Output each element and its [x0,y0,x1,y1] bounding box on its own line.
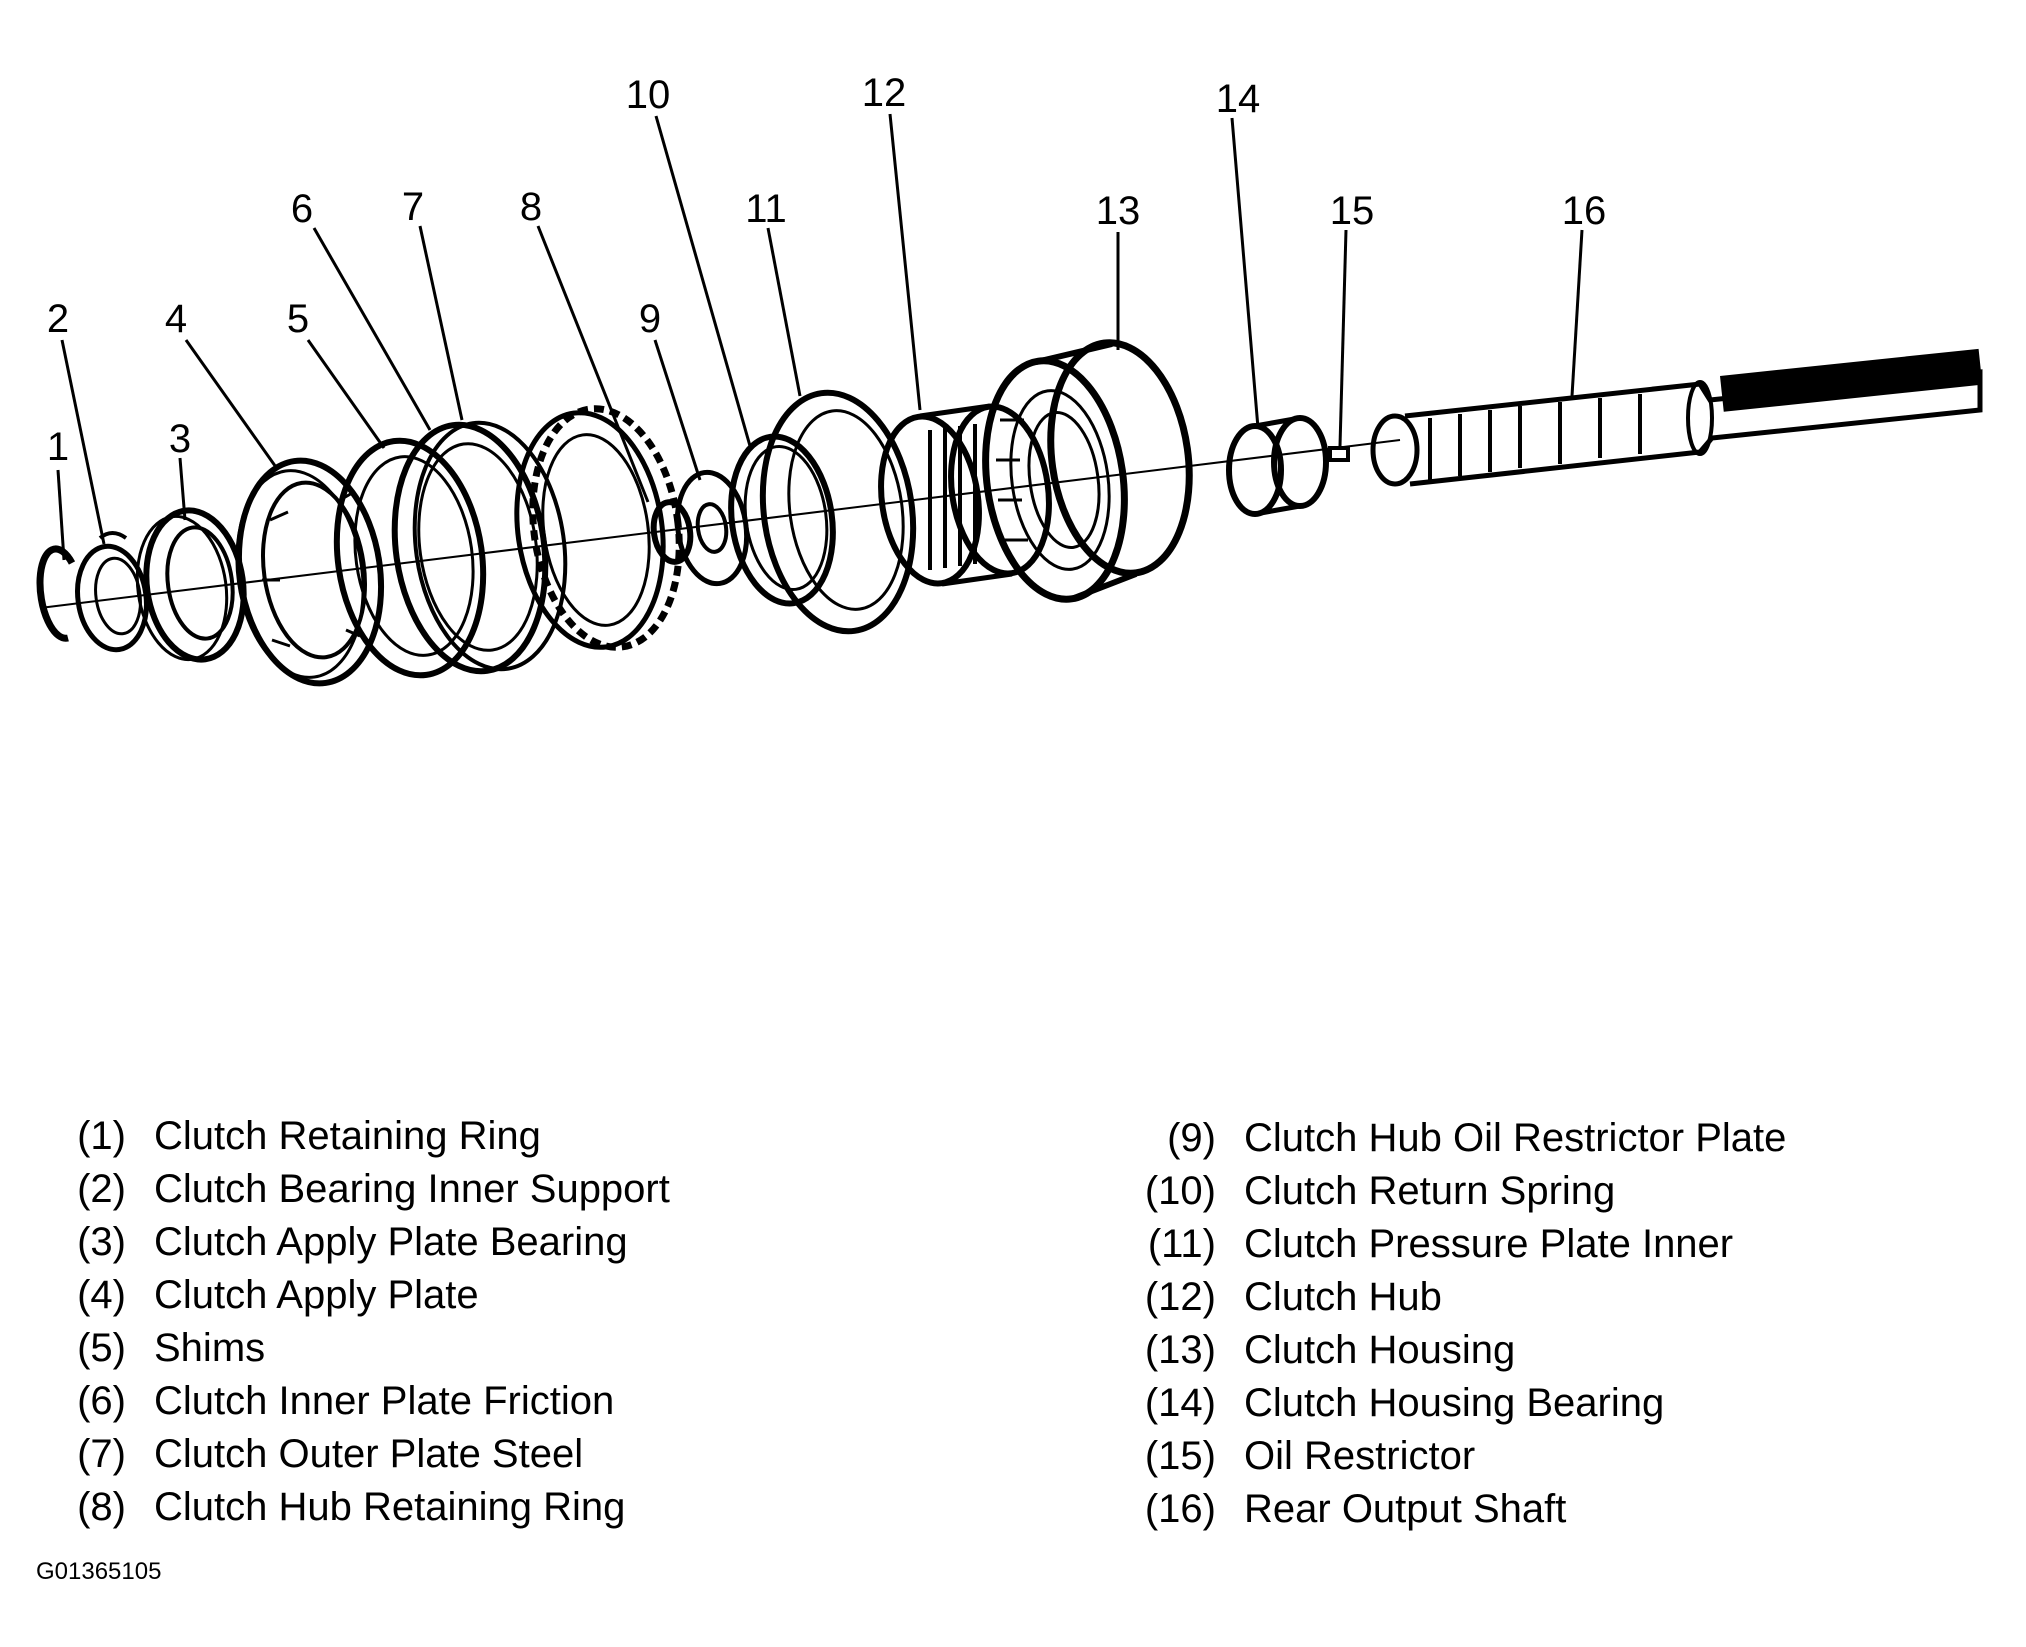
legend-number: (16) [1144,1487,1216,1531]
legend-number: (6) [77,1379,126,1423]
legend-number: (9) [1167,1116,1216,1160]
part-1-retaining-ring [36,545,76,642]
part-3-apply-plate-bearing [135,507,247,663]
shaft-splined-end [1720,348,1983,412]
callout-13: 13 [1096,189,1141,233]
legend-label: Oil Restrictor [1244,1434,1476,1478]
part-16-rear-output-shaft [1370,348,1983,487]
legend-label: Clutch Hub Retaining Ring [154,1485,626,1529]
callout-8: 8 [520,185,542,229]
exploded-view-diagram: 1 2 3 4 5 6 7 8 9 10 11 12 13 14 15 16 [36,71,1983,687]
legend-item-3: (3) Clutch Apply Plate Bearing [40,1216,670,1269]
callout-11: 11 [745,187,787,231]
leader-lines [56,113,1584,561]
callout-10: 10 [626,73,671,117]
legend-number: (10) [1144,1169,1216,1213]
legend-number: (13) [1144,1328,1216,1372]
callout-6: 6 [291,187,313,231]
legend-label: Clutch Hub [1244,1275,1442,1319]
legend-item-2: (2) Clutch Bearing Inner Support [40,1163,670,1216]
legend-item-4: (4) Clutch Apply Plate [40,1269,670,1322]
callout-1: 1 [47,425,69,469]
callout-4: 4 [165,297,187,341]
legend-number: (12) [1144,1275,1216,1319]
callout-15: 15 [1330,189,1375,233]
callout-3: 3 [169,417,191,461]
callout-5: 5 [287,297,309,341]
legend-number: (2) [77,1167,126,1211]
legend-item-7: (7) Clutch Outer Plate Steel [40,1428,670,1481]
legend-item-14: (14) Clutch Housing Bearing [1110,1377,1786,1430]
legend-number: (14) [1144,1381,1216,1425]
legend-item-5: (5) Shims [40,1322,670,1375]
part-13-clutch-housing [982,339,1193,603]
legend-label: Clutch Pressure Plate Inner [1244,1222,1734,1266]
legend-number: (8) [77,1485,126,1529]
part-10-return-spring [728,433,836,607]
legend-number: (1) [77,1114,126,1158]
legend-label: Shims [154,1326,266,1370]
legend-label: Clutch Housing Bearing [1244,1381,1665,1425]
legend-left-column: (1) Clutch Retaining Ring (2) Clutch Beari… [40,1110,670,1534]
legend-item-1: (1) Clutch Retaining Ring [40,1110,670,1163]
legend-number: (4) [77,1273,126,1317]
legend-label: Clutch Apply Plate [154,1273,479,1317]
legend-label: Clutch Housing [1244,1328,1516,1372]
legend-label: Clutch Return Spring [1244,1169,1616,1213]
part-11-pressure-plate-inner [759,389,917,635]
legend-label: Clutch Bearing Inner Support [154,1167,670,1211]
legend-label: Clutch Inner Plate Friction [154,1379,615,1423]
legend-number: (3) [77,1220,126,1264]
legend-item-16: (16) Rear Output Shaft [1110,1483,1786,1536]
legend-number: (11) [1147,1222,1216,1266]
part-14-housing-bearing [1226,415,1329,517]
legend-right-column: (9) Clutch Hub Oil Restrictor Plate (10) C… [1110,1112,1787,1536]
legend-label: Clutch Hub Oil Restrictor Plate [1244,1116,1787,1160]
legend-label: Clutch Outer Plate Steel [154,1432,584,1476]
callout-9: 9 [639,297,661,341]
legend-number: (7) [77,1432,126,1476]
part-8-hub-retaining-ring [650,499,694,565]
legend-item-13: (13) Clutch Housing [1110,1324,1786,1377]
part-15-oil-restrictor [1328,446,1350,462]
part-5-shims [333,437,487,679]
legend-item-9: (9) Clutch Hub Oil Restrictor Plate [1110,1112,1786,1165]
legend-item-8: (8) Clutch Hub Retaining Ring [40,1481,670,1534]
callout-12: 12 [862,71,907,115]
legend-number: (15) [1144,1434,1216,1478]
callout-2: 2 [47,297,69,341]
legend-label: Clutch Apply Plate Bearing [154,1220,628,1264]
part-6-7-clutch-plate-pack [391,405,683,675]
legend-number: (5) [77,1326,126,1370]
part-12-clutch-hub [878,403,1052,587]
legend-label: Clutch Retaining Ring [154,1114,541,1158]
legend-item-6: (6) Clutch Inner Plate Friction [40,1375,670,1428]
legend-item-12: (12) Clutch Hub [1110,1271,1786,1324]
legend-label: Rear Output Shaft [1244,1487,1567,1531]
legend-item-11: (11) Clutch Pressure Plate Inner [1110,1218,1786,1271]
callout-16: 16 [1562,189,1607,233]
callout-7: 7 [402,185,424,229]
legend-item-15: (15) Oil Restrictor [1110,1430,1786,1483]
part-4-apply-plate [235,457,385,687]
callout-14: 14 [1216,77,1261,121]
legend-item-10: (10) Clutch Return Spring [1110,1165,1786,1218]
figure-code: G01365105 [36,1558,162,1585]
